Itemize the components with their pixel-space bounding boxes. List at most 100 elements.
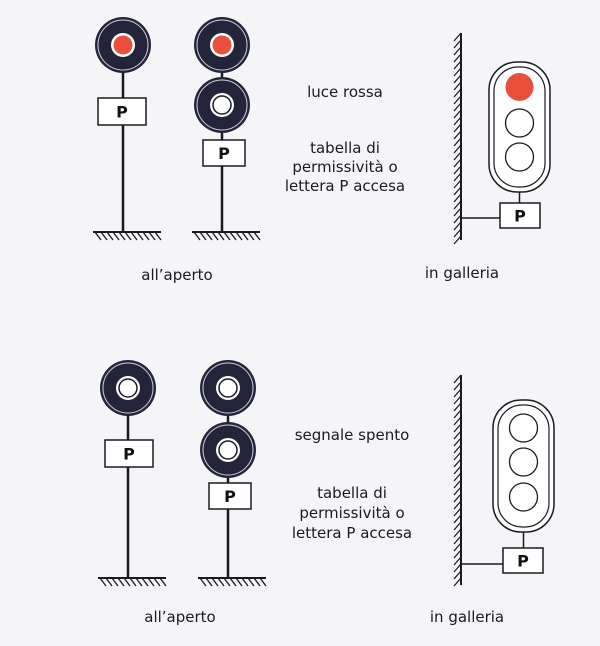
wall-hatch	[453, 32, 462, 42]
permissive-plate	[202, 139, 246, 167]
wall-hatch	[453, 458, 462, 468]
board-description-line: tabella di	[317, 484, 387, 502]
permissive-plate	[499, 202, 541, 229]
signal-disc-bottom-rim	[196, 79, 248, 131]
ground-hatch	[205, 231, 213, 241]
wall-hatch	[453, 577, 462, 587]
wall-hatch	[453, 556, 462, 566]
wall-hatch	[453, 563, 462, 573]
permissive-plate	[502, 547, 544, 574]
ground-hatch	[124, 231, 132, 241]
wall-hatch	[453, 74, 462, 84]
wall-hatch	[453, 144, 462, 154]
wall-hatch	[453, 549, 462, 559]
ground-hatch	[154, 231, 162, 241]
wall-hatch	[453, 430, 462, 440]
wall-hatch	[453, 507, 462, 517]
wall-hatch	[453, 423, 462, 433]
ground-hatch	[235, 577, 243, 587]
ground-hatch	[253, 231, 261, 241]
wall-hatch	[453, 39, 462, 49]
wall-hatch	[453, 395, 462, 405]
wall-hatch	[453, 165, 462, 175]
ground-hatch	[142, 231, 150, 241]
ground-hatch	[217, 577, 225, 587]
wall-hatch	[453, 409, 462, 419]
ground-hatch	[112, 231, 120, 241]
outdoor-signal-double: P	[192, 17, 261, 241]
wall-hatch	[453, 416, 462, 426]
wall-hatch	[453, 570, 462, 580]
unlit-light-icon	[504, 142, 535, 172]
ground-hatch	[117, 577, 125, 587]
ground-hatch	[153, 577, 161, 587]
state-label: segnale spento	[295, 426, 410, 444]
plate-letter: P	[224, 487, 236, 506]
outdoor-signal-single: P	[93, 17, 162, 241]
unlit-light-icon	[218, 378, 238, 398]
outdoor-signal-single: P	[98, 360, 167, 587]
outdoor-caption: all’aperto	[144, 608, 215, 626]
wall-hatch	[453, 172, 462, 182]
wall-hatch	[453, 193, 462, 203]
ground-hatch	[229, 577, 237, 587]
signal-disc-bottom-rim	[202, 424, 254, 476]
wall-hatch	[453, 535, 462, 545]
ground-hatch	[159, 577, 167, 587]
wall-hatch	[453, 179, 462, 189]
board-description-line: permissività o	[292, 158, 397, 176]
board-description-line: tabella di	[310, 139, 380, 157]
wall-hatch	[453, 88, 462, 98]
ground-hatch	[99, 577, 107, 587]
ground-hatch	[223, 231, 231, 241]
ground-hatch	[205, 577, 213, 587]
ground-hatch	[259, 577, 267, 587]
wall-hatch	[453, 81, 462, 91]
wall-hatch	[453, 451, 462, 461]
tunnel-signal: P	[453, 32, 551, 245]
red-light-icon	[212, 35, 232, 55]
plate-letter: P	[517, 552, 529, 571]
ground-hatch	[111, 577, 119, 587]
ground-hatch	[129, 577, 137, 587]
outdoor-caption: all’aperto	[141, 266, 212, 284]
red-light-icon	[505, 73, 534, 101]
ground-hatch	[193, 231, 201, 241]
ground-hatch	[211, 231, 219, 241]
wall-hatch	[453, 493, 462, 503]
wall-hatch	[453, 402, 462, 412]
wall-hatch	[453, 221, 462, 231]
wall-hatch	[453, 528, 462, 538]
ground-hatch	[130, 231, 138, 241]
ground-hatch	[199, 231, 207, 241]
ground-hatch	[199, 577, 207, 587]
ground-hatch	[217, 231, 225, 241]
permissive-plate	[97, 97, 147, 126]
ground-hatch	[106, 231, 114, 241]
ground-hatch	[123, 577, 131, 587]
wall-hatch	[453, 465, 462, 475]
wall-hatch	[453, 444, 462, 454]
unlit-light-icon	[508, 447, 539, 477]
ground-hatch	[147, 577, 155, 587]
ground-hatch	[141, 577, 149, 587]
ground-hatch	[241, 577, 249, 587]
board-description-line: lettera P accesa	[292, 524, 412, 542]
board-description-line: permissività o	[299, 504, 404, 522]
outdoor-signal-double: P	[198, 360, 267, 587]
wall-hatch	[453, 235, 462, 245]
wall-hatch	[453, 95, 462, 105]
wall-hatch	[453, 514, 462, 524]
tunnel-caption: in galleria	[425, 264, 499, 282]
signal-disc-rim	[97, 19, 149, 71]
signal-disc-top-rim	[202, 362, 254, 414]
ground-hatch	[148, 231, 156, 241]
wall-hatch	[453, 200, 462, 210]
ground-hatch	[247, 577, 255, 587]
wall-hatch	[453, 67, 462, 77]
unlit-light-icon	[504, 108, 535, 138]
signal-disc-top-rim	[196, 19, 248, 71]
plate-letter: P	[116, 103, 128, 122]
